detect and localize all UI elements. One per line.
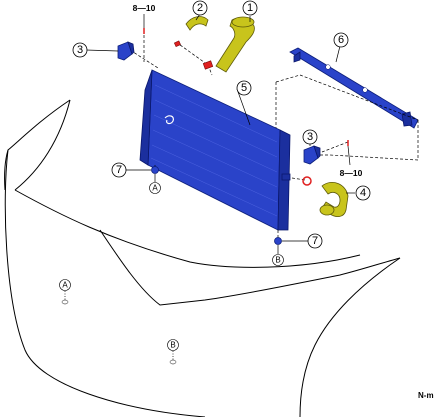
ref-b-lower-label: B [170,341,175,350]
radiator-cowling [289,47,419,129]
hose-clamps [173,40,312,186]
callout-7-right-label: 7 [312,235,318,247]
callout-3-right: 3 [302,129,318,145]
callout-7-left: 7 [111,162,127,178]
callout-3-right-label: 3 [307,131,313,143]
callout-3-upper: 3 [72,42,88,58]
ref-b-upper-label: B [275,256,280,265]
callout-3-upper-label: 3 [77,44,83,56]
upper-radiator-hose [215,16,255,73]
callout-2: 2 [192,0,208,16]
torque-label-top: 8—10 [133,3,156,13]
callout-7-right: 7 [307,233,323,249]
lower-radiator-hose [319,182,349,218]
ref-a-upper-label: A [152,184,158,193]
lower-left-mount [151,166,159,174]
torque-units: N-m [418,391,434,400]
callout-6-label: 6 [338,34,344,46]
callout-1: 1 [242,0,258,16]
vehicle-body-outline [4,99,401,417]
callout-1-label: 1 [247,2,253,14]
callout-4: 4 [355,185,371,201]
right-bracket [303,145,321,165]
callout-6: 6 [333,32,349,48]
callout-4-label: 4 [360,187,366,199]
radiator [139,69,291,231]
ref-a-lower: A [59,279,71,305]
callout-2-label: 2 [197,2,203,14]
leader-lines [85,13,355,254]
callout-5-label: 5 [241,82,247,94]
upper-left-bracket [117,41,135,61]
ref-b-upper: B [272,254,284,266]
ref-a-lower-label: A [62,281,68,290]
lower-right-mount [274,237,282,245]
callout-5: 5 [236,80,252,96]
callout-7-left-label: 7 [116,164,122,176]
torque-label-right: 8—10 [340,168,363,178]
upper-small-hose [185,16,209,31]
ref-b-lower: B [167,339,179,365]
ref-a-upper: A [149,182,161,194]
